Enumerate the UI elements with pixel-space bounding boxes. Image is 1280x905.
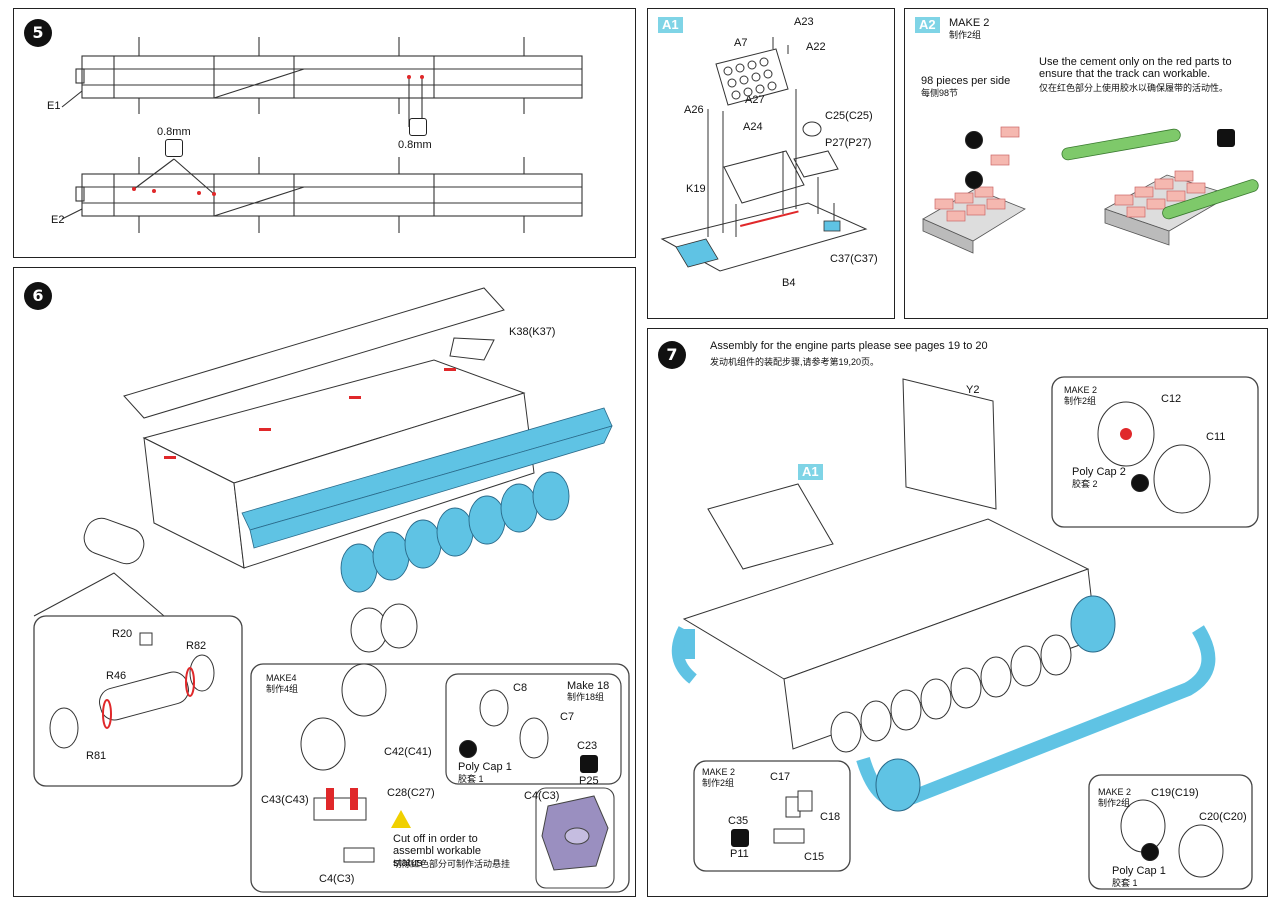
poly-cap-1-cn: 胶套 1 xyxy=(458,774,484,784)
label-C28: C28(C27) xyxy=(387,787,435,799)
cement-icon xyxy=(965,131,983,149)
label-P27: P27(P27) xyxy=(825,137,872,149)
engine-deck-diagram xyxy=(660,37,868,272)
make-count: MAKE 2 xyxy=(949,17,990,29)
pieces-per-side: 98 pieces per side xyxy=(921,75,1011,87)
step-number-badge: 7 xyxy=(658,341,686,369)
label-A22: A22 xyxy=(806,41,826,53)
step-number-badge: 6 xyxy=(24,282,52,310)
subassembly-tag: A1 xyxy=(658,17,683,33)
label-e2: E2 xyxy=(51,214,65,226)
label-C23: C23 xyxy=(577,740,598,752)
poly-cap-1: Poly Cap 1 xyxy=(458,761,512,773)
wheel-make-cn: 制作2组 xyxy=(1064,396,1097,406)
drill-icon xyxy=(165,139,183,157)
engine-parts-note: Assembly for the engine parts please see… xyxy=(710,340,988,352)
label-C11: C11 xyxy=(1206,431,1226,443)
make18-count: Make 18 xyxy=(567,680,610,692)
arm-make-cn: 制作2组 xyxy=(702,778,735,788)
hull-assembly-diagram xyxy=(33,287,630,893)
label-R46: R46 xyxy=(106,670,127,682)
gate-icon xyxy=(731,829,749,847)
label-e1: E1 xyxy=(47,100,61,112)
warning-icon xyxy=(391,810,411,828)
sprocket-make: MAKE 2 xyxy=(1098,787,1132,797)
poly-cap-1: Poly Cap 1 xyxy=(1112,865,1166,877)
label-C17: C17 xyxy=(770,771,791,783)
cement-icon xyxy=(965,171,983,189)
label-P25: P25 xyxy=(579,775,599,787)
step6-panel: 6 xyxy=(13,267,636,897)
label-C20: C20(C20) xyxy=(1199,811,1247,823)
cement-icon xyxy=(1131,474,1149,492)
label-Y2: Y2 xyxy=(966,384,980,396)
label-A24: A24 xyxy=(743,121,763,133)
label-C15: C15 xyxy=(804,851,825,863)
label-C25: C25(C25) xyxy=(825,110,873,122)
cement-icon xyxy=(459,740,477,758)
engine-parts-note-cn: 发动机组件的装配步骤,请参考第19,20页。 xyxy=(710,357,880,367)
hull-track-diagram xyxy=(671,376,1259,890)
subassembly-tag: A1 xyxy=(798,464,823,480)
label-R81: R81 xyxy=(86,750,107,762)
label-C35: C35 xyxy=(728,815,749,827)
label-hole-size-right: 0.8mm xyxy=(398,139,432,151)
cutoff-note-cn: 切除红色部分可制作活动悬挂 xyxy=(393,859,511,869)
step-number-badge: 5 xyxy=(24,19,52,47)
label-A26: A26 xyxy=(684,104,704,116)
make4-count-cn: 制作4组 xyxy=(266,684,299,694)
hull-floor-diagram xyxy=(61,37,583,233)
step7-panel: 7 Assembly for the engine parts please s… xyxy=(647,328,1268,897)
label-R20: R20 xyxy=(112,628,133,640)
label-C19: C19(C19) xyxy=(1151,787,1199,799)
arm-make: MAKE 2 xyxy=(702,767,736,777)
pieces-per-side-cn: 每侧98节 xyxy=(921,88,959,98)
cutoff-note: Cut off in order to assembl workable sta… xyxy=(393,833,482,869)
poly-cap-2-cn: 胶套 2 xyxy=(1072,479,1098,489)
label-C4: C4(C3) xyxy=(319,873,355,885)
wheel-make: MAKE 2 xyxy=(1064,385,1098,395)
label-C43: C43(C43) xyxy=(261,794,309,806)
label-A7: A7 xyxy=(734,37,748,49)
label-C8: C8 xyxy=(513,682,528,694)
label-B4: B4 xyxy=(782,277,796,289)
make-count-cn: 制作2组 xyxy=(949,30,982,40)
label-C12: C12 xyxy=(1161,393,1182,405)
poly-cap-2: Poly Cap 2 xyxy=(1072,466,1126,478)
label-C18: C18 xyxy=(820,811,841,823)
make4-count: MAKE4 xyxy=(266,673,297,683)
label-A27: A27 xyxy=(745,94,765,106)
label-C7: C7 xyxy=(560,711,575,723)
label-A23: A23 xyxy=(794,16,814,28)
subassembly-tag: A2 xyxy=(915,17,940,33)
cement-icon xyxy=(1141,843,1159,861)
label-C37: C37(C37) xyxy=(830,253,878,265)
cement-instruction: Use the cement only on the red parts to … xyxy=(1039,56,1232,80)
label-K19: K19 xyxy=(686,183,706,195)
label-P11: P11 xyxy=(730,848,749,860)
make18-count-cn: 制作18组 xyxy=(567,692,605,702)
label-hole-size-left: 0.8mm xyxy=(157,126,191,138)
drill-icon xyxy=(409,118,427,136)
cement-instruction-cn: 仅在红色部分上使用胶水以确保履带的活动性。 xyxy=(1039,83,1229,93)
label-K38: K38(K37) xyxy=(509,326,556,338)
cement-icon xyxy=(1217,129,1235,147)
track-link-diagram xyxy=(922,126,1259,254)
gate-icon xyxy=(580,755,598,773)
sprocket-make-cn: 制作2组 xyxy=(1098,798,1131,808)
label-R82: R82 xyxy=(186,640,207,652)
poly-cap-1-cn: 胶套 1 xyxy=(1112,878,1138,888)
label-C42: C42(C41) xyxy=(384,746,432,758)
label-C4-detail: C4(C3) xyxy=(524,790,560,802)
stepA1-panel: A1 A23 A22 A7 A xyxy=(647,8,895,319)
step5-panel: 5 xyxy=(13,8,636,258)
stepA2-panel: A2 MAKE 2 制作2组 98 pieces per side 每侧98节 … xyxy=(904,8,1268,319)
